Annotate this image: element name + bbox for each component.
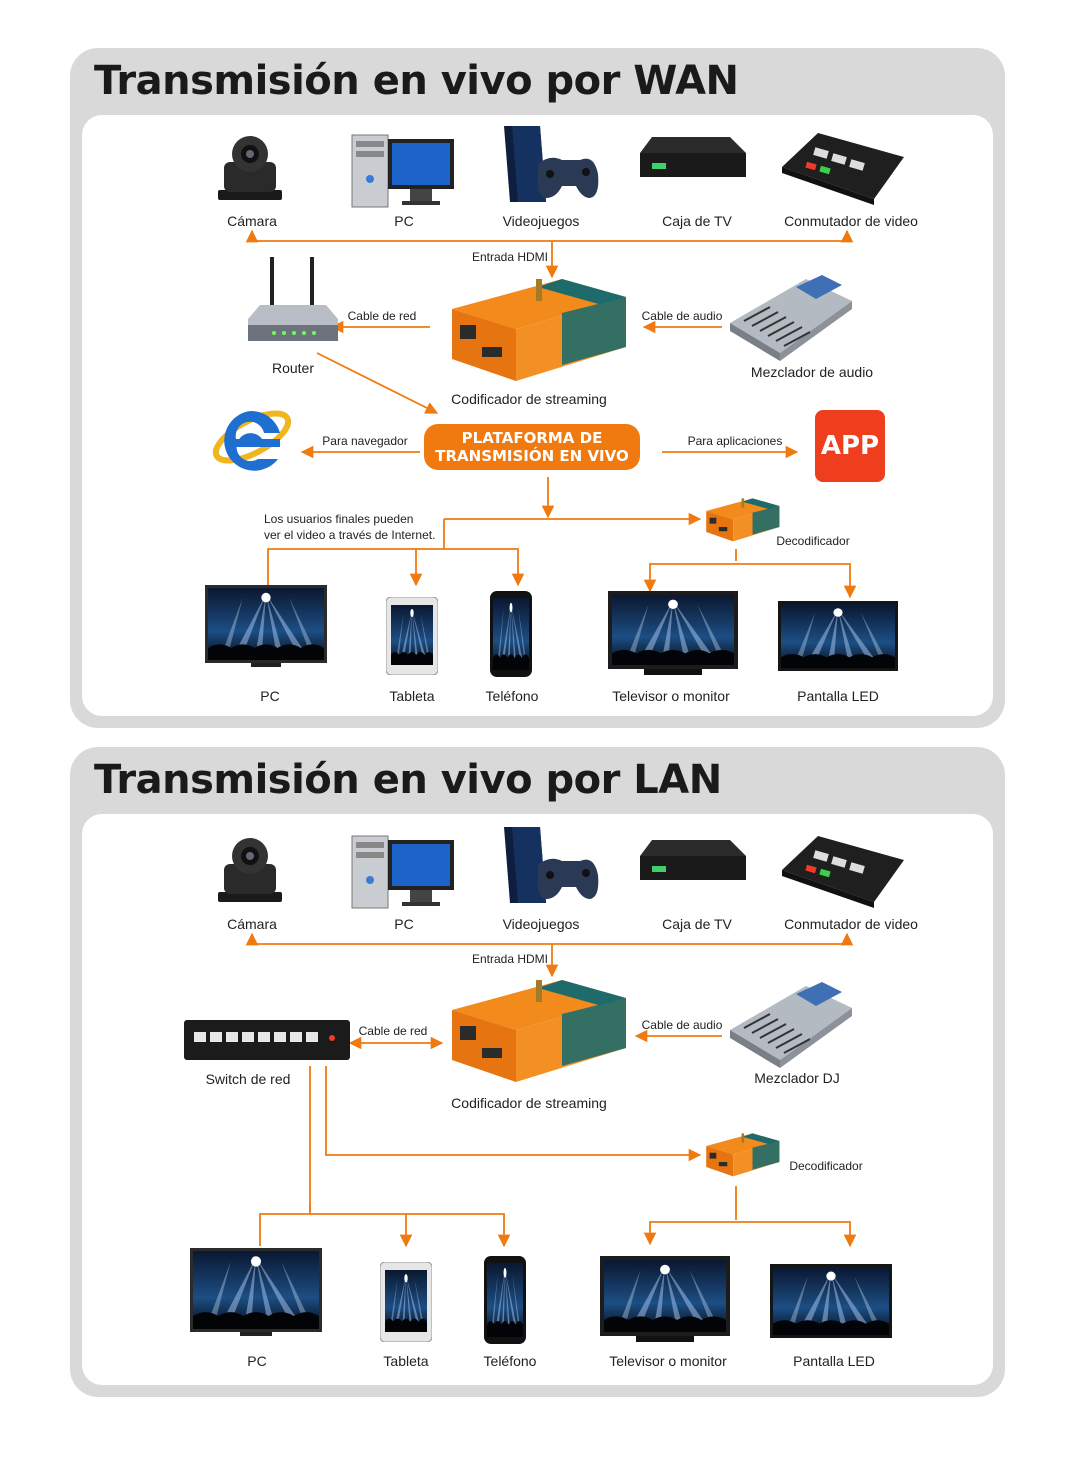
phone-icon	[484, 1256, 526, 1344]
router-label: Router	[271, 360, 315, 376]
wan-diagram: Cámara PC Videojuegos Caja de TV Conmuta…	[82, 115, 993, 716]
source-label-games: Videojuegos	[502, 916, 580, 932]
decoder-icon	[702, 495, 782, 543]
source-label-camera: Cámara	[227, 916, 277, 932]
wan-panel: Transmisión en vivo por WAN	[70, 48, 1005, 728]
output-label-led: Pantalla LED	[797, 688, 879, 704]
streaming-encoder-icon	[442, 273, 632, 383]
decoder-label: Decodificador	[776, 534, 850, 548]
browser-icon	[204, 397, 294, 487]
network-switch-icon	[182, 1016, 352, 1066]
output-label-pc: PC	[247, 1353, 267, 1369]
for-browser-label: Para navegador	[322, 434, 408, 448]
pc-tower-icon	[348, 824, 458, 914]
tv-monitor-icon	[608, 591, 738, 675]
decoder-icon	[702, 1130, 782, 1178]
encoder-label: Codificador de streaming	[451, 391, 607, 407]
tv-box-icon	[630, 836, 750, 896]
lan-connectors	[245, 932, 857, 1248]
net-cable-label: Cable de red	[347, 309, 417, 323]
source-label-pc: PC	[394, 916, 414, 932]
streaming-encoder-icon	[442, 974, 632, 1084]
output-label-phone: Teléfono	[485, 688, 539, 704]
lan-diagram: Cámara PC Videojuegos Caja de TV Conmuta…	[82, 814, 993, 1385]
led-screen-icon	[778, 601, 898, 671]
output-label-tv: Televisor o monitor	[609, 1353, 727, 1369]
audio-cable-label: Cable de audio	[641, 309, 723, 323]
dj-mixer-label: Mezclador DJ	[754, 1070, 840, 1086]
game-console-icon	[500, 824, 600, 906]
platform-line-1: PLATAFORMA DE	[461, 429, 603, 447]
game-console-icon	[500, 123, 600, 205]
tv-monitor-icon	[600, 1256, 730, 1342]
wan-connectors	[245, 229, 857, 599]
switch-label: Switch de red	[205, 1071, 291, 1087]
camera-icon	[210, 132, 290, 202]
wan-title: Transmisión en vivo por WAN	[94, 58, 739, 104]
output-label-tv: Televisor o monitor	[612, 688, 730, 704]
output-label-phone: Teléfono	[483, 1353, 537, 1369]
audio-mixer-label: Mezclador de audio	[750, 364, 874, 380]
audio-cable-label: Cable de audio	[641, 1018, 723, 1032]
router-icon	[242, 255, 342, 355]
pc-monitor-icon	[190, 1248, 322, 1336]
source-label-switcher: Conmutador de video	[784, 213, 918, 229]
end-users-line-2: ver el video a través de Internet.	[264, 528, 436, 542]
tablet-icon	[386, 597, 438, 675]
pc-monitor-icon	[205, 585, 327, 667]
lan-title: Transmisión en vivo por LAN	[94, 757, 722, 803]
pc-tower-icon	[348, 123, 458, 213]
lan-panel: Transmisión en vivo por LAN Cámara	[70, 747, 1005, 1397]
output-label-tablet: Tableta	[383, 1353, 429, 1369]
dj-mixer-icon	[726, 980, 856, 1070]
camera-icon	[210, 834, 290, 904]
video-switcher-icon	[778, 127, 908, 207]
source-label-tvbox: Caja de TV	[662, 213, 732, 229]
end-users-line-1: Los usuarios finales pueden	[264, 512, 414, 526]
audio-mixer-icon	[726, 273, 856, 363]
video-switcher-icon	[778, 830, 908, 910]
source-label-pc: PC	[394, 213, 414, 229]
streaming-platform-box: PLATAFORMA DE TRANSMISIÓN EN VIVO	[424, 424, 640, 470]
app-icon: APP	[815, 410, 885, 482]
source-label-camera: Cámara	[227, 213, 277, 229]
hdmi-input-label: Entrada HDMI	[471, 250, 549, 264]
source-label-games: Videojuegos	[502, 213, 580, 229]
phone-icon	[490, 591, 532, 677]
tv-box-icon	[630, 133, 750, 193]
encoder-label: Codificador de streaming	[451, 1095, 607, 1111]
output-label-led: Pantalla LED	[793, 1353, 875, 1369]
led-screen-icon	[770, 1264, 892, 1338]
source-label-switcher: Conmutador de video	[784, 916, 918, 932]
net-cable-label: Cable de red	[358, 1024, 428, 1038]
output-label-tablet: Tableta	[389, 688, 435, 704]
for-apps-label: Para aplicaciones	[687, 434, 783, 448]
platform-line-2: TRANSMISIÓN EN VIVO	[435, 447, 629, 465]
tablet-icon	[380, 1262, 432, 1342]
output-label-pc: PC	[260, 688, 280, 704]
source-label-tvbox: Caja de TV	[662, 916, 732, 932]
hdmi-input-label: Entrada HDMI	[471, 952, 549, 966]
decoder-label: Decodificador	[789, 1159, 863, 1173]
